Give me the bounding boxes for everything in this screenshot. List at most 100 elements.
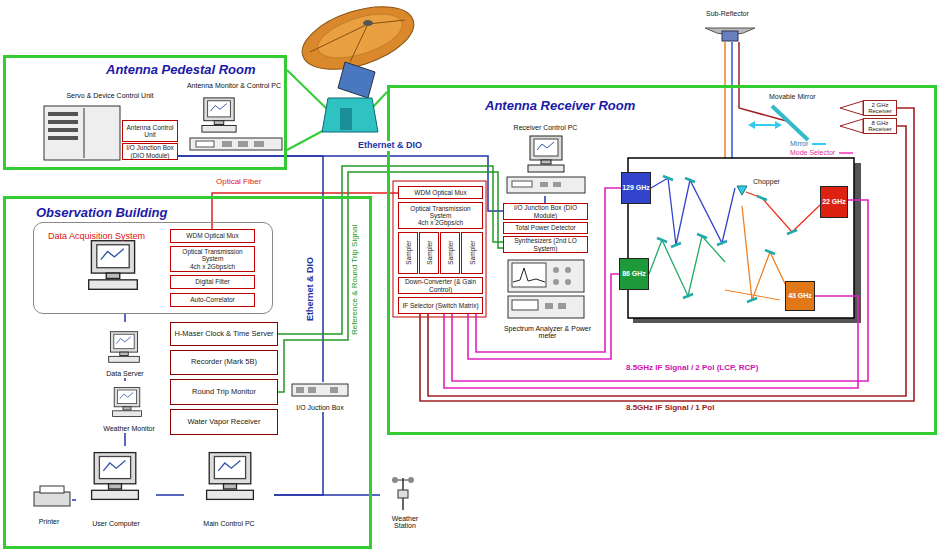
node-text: Main Control PC (203, 520, 254, 528)
node-text: 22 GHz (822, 198, 846, 205)
node-text: Spectrum Analyzer & Power meter (503, 325, 592, 340)
process-box: H-Maser Clock & Time Server (170, 322, 278, 346)
process-box: IF Selector (Switch Matrix) (398, 297, 483, 314)
node-text: Synthesizers (2nd LO System) (504, 237, 587, 251)
node-text: Data Server (106, 370, 143, 378)
process-box: Recorder (Mark 5B) (170, 350, 278, 375)
computer-node: Main Control PC (184, 446, 274, 528)
control-rack: Servo & Device Control UnitAntenna Contr… (40, 92, 180, 162)
node-text: Sampler (468, 241, 475, 265)
node-text: Sampler (425, 241, 432, 265)
node-text: Servo & Device Control Unit (66, 92, 153, 100)
node-text: WDM Optical Mux (186, 232, 238, 239)
node-text: 4ch x 2Gbps/ch (190, 263, 235, 270)
signal-line (72, 499, 76, 501)
process-box: Round Trip Monitor (170, 379, 278, 405)
legend-text: Mirror (790, 140, 808, 147)
node-text: I/O Junction Box (DIO Module) (123, 144, 177, 158)
node-text: Weather Monitor (103, 425, 155, 433)
movable-mirror (772, 106, 808, 140)
node-text: I/O Juction Box (296, 404, 343, 412)
legend-entry: Mirror (790, 140, 826, 148)
node-text: Optical Transmission System (171, 248, 254, 262)
node-text: 2 GHz Receiver (864, 102, 896, 115)
receiver-box: 2 GHz Receiver (863, 100, 897, 116)
weather-station: Weather Station (380, 470, 430, 530)
node-text: Observation Building (36, 205, 369, 220)
node-text: Receiver Control PC (514, 124, 578, 132)
signal-line (452, 200, 868, 381)
room-region: Antenna Pedestal RoomServo & Device Cont… (3, 55, 287, 170)
node-text: Total Power Detector (515, 224, 575, 231)
node-text: Digital Filter (195, 278, 229, 285)
node-text: Recorder (Mark 5B) (191, 358, 257, 366)
node-text: Sampler (446, 241, 453, 265)
power-meter (508, 296, 584, 318)
signal-line (156, 494, 184, 496)
part-label: Movable Mirror (768, 93, 817, 101)
node-text: Antenna Control Unit (123, 124, 177, 138)
signal-line (544, 196, 546, 203)
computer-node: Data Server (92, 322, 158, 378)
printer-node: Printer (26, 486, 72, 526)
part-label: Chopper (752, 178, 781, 186)
node-text: 86 GHz (622, 270, 646, 277)
legend-swatch (812, 143, 826, 145)
process-box: Auto-Correlator (170, 293, 255, 307)
node-text: H-Maser Clock & Time Server (174, 330, 273, 338)
process-box: Antenna Control Unit (122, 120, 178, 142)
node-text: Sampler (404, 241, 411, 265)
node-text: I/O Junction Box (DIO Module) (504, 204, 587, 218)
part-label: Sub-Reflector (705, 10, 750, 18)
signal-line (274, 494, 380, 496)
signal-label: Ethernet & DIO (357, 141, 423, 151)
legend-entry: Mode Selector (790, 149, 853, 157)
process-box: Optical Transmission System4ch x 2Gbps/c… (170, 246, 255, 272)
signal-line (278, 166, 503, 334)
instrument-node: Spectrum Analyzer & Power meter (503, 257, 592, 340)
node-text: WDM Optical Mux (414, 189, 466, 196)
node-text: Antenna Monitor & Control PC (187, 82, 281, 90)
signal-label: 8.5GHz IF Signal / 2 Pol (LCP, RCP) (625, 364, 759, 373)
printer-icon (34, 492, 70, 506)
process-box: Optical Transmission System4ch x 2Gbps/c… (398, 202, 483, 229)
process-box: I/O Junction Box (DIO Module) (122, 143, 178, 160)
node-text: IF Selector (Switch Matrix) (402, 302, 478, 309)
process-box: Digital Filter (170, 275, 255, 289)
receiver-box: 86 GHz (619, 258, 649, 290)
process-box: I/O Junction Box (DIO Module) (503, 203, 588, 220)
node-text: Printer (39, 518, 60, 526)
node-text: 4ch x 2Gbps/ch (418, 219, 463, 226)
system-group: Data Acquisition SystemWDM Optical MuxOp… (33, 222, 273, 314)
sampler-box: Sampler (461, 232, 483, 274)
signal-line (274, 412, 323, 495)
signal-line (428, 126, 906, 396)
servo-rack (44, 106, 120, 160)
legend-swatch (839, 152, 853, 154)
receiver-box: 8 GHz Receiver (863, 118, 897, 134)
signal-line (468, 274, 619, 359)
process-box: WDM Optical Mux (170, 229, 255, 243)
process-box: Down-Converter (& Gain Control) (398, 277, 483, 294)
sampler-box: Sampler (419, 232, 439, 274)
node-text: User Computer (92, 520, 139, 528)
chopper (737, 186, 747, 195)
legend-text: Mode Selector (790, 149, 835, 156)
signal-label: Optical Fiber (215, 178, 262, 187)
receiver-box: 43 GHz (785, 281, 815, 311)
node-text: Down-Converter (& Gain Control) (399, 278, 482, 292)
signal-label: Ethernet & DIO (306, 256, 316, 322)
node-text: Water Vapor Receiver (188, 418, 261, 426)
node-text: Antenna Pedestal Room (106, 62, 284, 77)
computer-node: User Computer (76, 446, 156, 528)
signal-line (124, 314, 126, 322)
node-text: Auto-Correlator (190, 296, 234, 303)
sampler-box: Sampler (440, 232, 460, 274)
node-text: Weather Station (380, 515, 430, 530)
optics-box (628, 158, 854, 318)
signal-line (476, 188, 621, 352)
building-region: Observation BuildingData Acquisition Sys… (3, 196, 372, 549)
receiver-box: 129 GHz (621, 172, 651, 204)
node-text: 8 GHz Receiver (864, 120, 896, 133)
signal-label: 8.5GHz IF Signal / 1 Pol (625, 404, 715, 413)
